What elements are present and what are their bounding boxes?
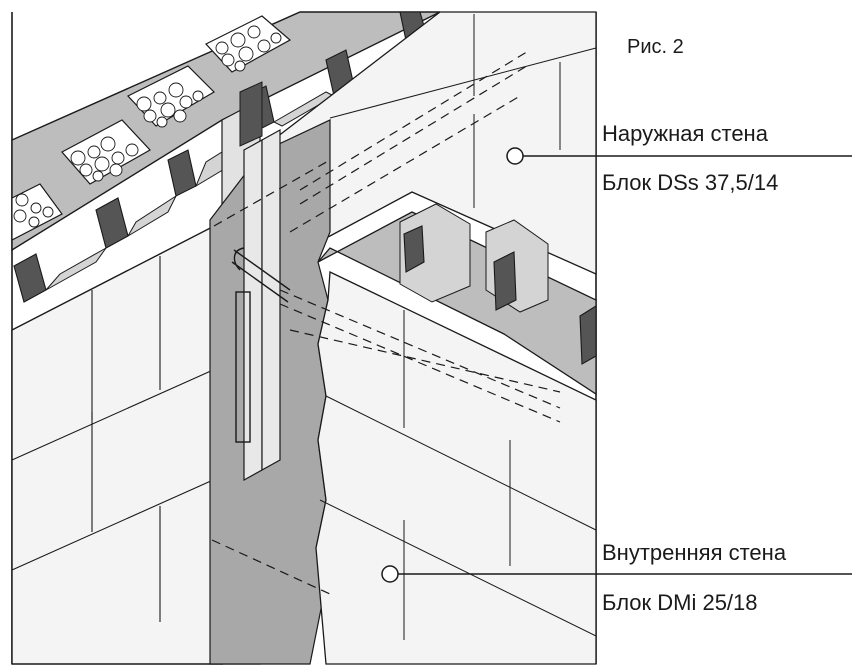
outer-wall-block: Блок DSs 37,5/14 <box>602 170 778 195</box>
outer-wall-face <box>11 220 223 665</box>
callout-inner-marker <box>381 565 399 583</box>
callout-outer-wall: Наружная стена Блок DSs 37,5/14 <box>506 121 852 195</box>
inner-wall-block: Блок DMi 25/18 <box>602 590 758 615</box>
vertical-post <box>243 128 281 482</box>
dark-connectors-inner <box>403 225 597 365</box>
figure-label: Рис. 2 <box>627 36 684 58</box>
hidden-lines <box>211 49 561 595</box>
callout-outer-marker <box>506 147 524 165</box>
inner-wall-face <box>315 270 597 665</box>
callout-inner-wall: Внутренняя стена Блок DMi 25/18 <box>381 540 852 615</box>
anchor-rods <box>231 247 291 443</box>
outer-wall-title: Наружная стена <box>602 121 769 146</box>
inner-wall-title: Внутренняя стена <box>602 540 787 565</box>
insulation-balls <box>13 25 282 228</box>
